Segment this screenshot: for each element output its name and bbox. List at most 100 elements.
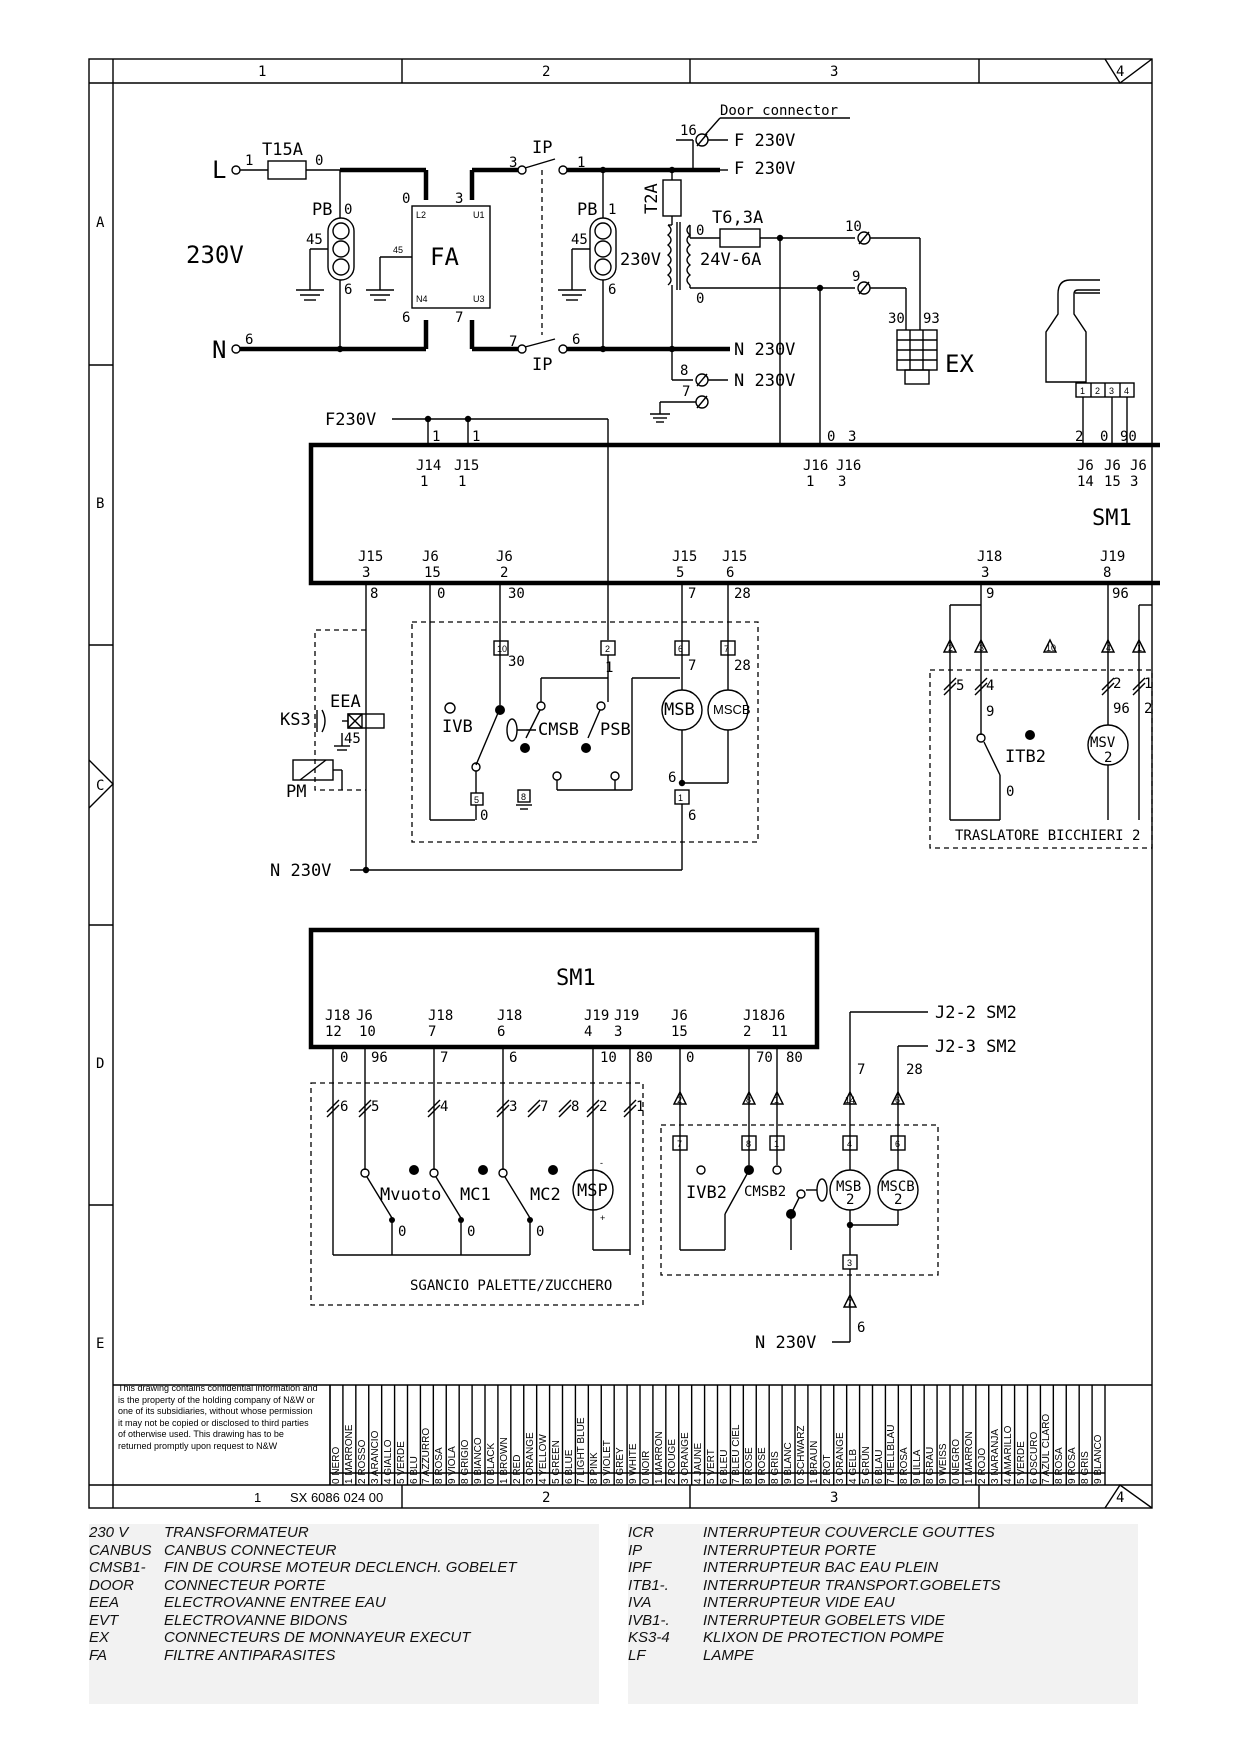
svg-text:1: 1	[1080, 386, 1085, 396]
svg-text:30: 30	[888, 311, 905, 327]
svg-text:J6: J6	[356, 1008, 373, 1024]
svg-text:J6: J6	[671, 1008, 688, 1024]
svg-text:7: 7	[440, 1050, 448, 1066]
row-label: C	[96, 778, 104, 794]
svg-text:1: 1	[806, 474, 814, 490]
svg-text:3: 3	[847, 1258, 852, 1268]
sm1-board: F230V 1 1 0 3 2 0 90 J14 J15 1 1 J16 J16…	[308, 410, 1160, 630]
svg-text:3: 3	[614, 1024, 622, 1040]
secondary-label: 24V-6A	[700, 250, 761, 270]
svg-text:2: 2	[1095, 386, 1100, 396]
n230v-label: N 230V	[734, 371, 795, 391]
column-label: 1	[258, 64, 266, 80]
msv-label: MSV	[1090, 735, 1116, 751]
mscb2-label: MSCB	[881, 1179, 915, 1195]
svg-text:6: 6	[857, 1320, 865, 1336]
svg-text:7: 7	[724, 644, 729, 654]
svg-text:30: 30	[508, 654, 525, 670]
drawing-number: SX 6086 024 00	[290, 1490, 383, 1505]
svg-text:0: 0	[344, 202, 352, 218]
f230v-label: F 230V	[734, 131, 795, 151]
wire-color-entry: 9 BLANCO	[1093, 1434, 1105, 1484]
svg-text:7: 7	[455, 310, 463, 326]
ivb2-label: IVB2	[686, 1183, 727, 1203]
svg-text:2: 2	[677, 1095, 682, 1105]
neutral-label: N	[212, 336, 226, 364]
svg-text:4: 4	[440, 1099, 448, 1115]
legend-value: INTERRUPTEUR PORTE	[703, 1541, 877, 1559]
legend-row: ITB1-.INTERRUPTEUR TRANSPORT.GOBELETS	[628, 1577, 1138, 1595]
svg-text:12: 12	[325, 1024, 342, 1040]
svg-text:7: 7	[688, 586, 696, 602]
svg-text:J18: J18	[497, 1008, 522, 1024]
legend-key: IVA	[628, 1594, 652, 1611]
svg-text:0: 0	[696, 291, 704, 307]
svg-text:4: 4	[847, 1139, 852, 1149]
svg-text:6: 6	[678, 644, 683, 654]
legend-key: EEA	[89, 1594, 120, 1611]
svg-text:3: 3	[509, 155, 517, 171]
svg-text:5: 5	[371, 1099, 379, 1115]
svg-text:45: 45	[344, 731, 361, 747]
legend-key: ITB1-.	[628, 1576, 669, 1594]
fuse-label: T6,3A	[712, 208, 763, 228]
fuse-label: T2A	[642, 183, 662, 214]
svg-text:0: 0	[536, 1224, 544, 1240]
svg-text:4: 4	[584, 1024, 592, 1040]
svg-text:10: 10	[1046, 643, 1056, 653]
svg-text:0: 0	[437, 586, 445, 602]
n230v-return-label: N 230V	[270, 861, 331, 881]
svg-text:2: 2	[599, 1099, 607, 1115]
svg-text:3: 3	[1130, 474, 1138, 490]
door-connector-label: Door connector	[720, 103, 838, 119]
sgancio-label: SGANCIO PALETTE/ZUCCHERO	[410, 1278, 612, 1294]
column-label: 2	[542, 1490, 550, 1506]
ex-label: EX	[945, 350, 974, 378]
svg-text:10: 10	[600, 1050, 617, 1066]
svg-text:9: 9	[852, 269, 860, 285]
svg-text:6: 6	[572, 332, 580, 348]
svg-text:J6: J6	[1104, 458, 1121, 474]
legend-key: IPF	[628, 1559, 652, 1576]
column-label: 1	[254, 1490, 261, 1505]
legend-value: CANBUS CONNECTEUR	[164, 1541, 337, 1559]
row-label: D	[96, 1056, 104, 1072]
svg-text:9: 9	[986, 586, 994, 602]
legend-row: IVB1-.INTERRUPTEUR GOBELETS VIDE	[628, 1612, 1138, 1630]
fa-label: FA	[430, 243, 459, 271]
svg-text:J19: J19	[614, 1008, 639, 1024]
legend-key: 230 V	[89, 1524, 129, 1541]
svg-text:-: -	[600, 1158, 603, 1168]
traslatore-group	[929, 669, 1153, 849]
svg-text:5: 5	[474, 795, 479, 805]
n230v-label: N 230V	[734, 340, 795, 360]
svg-text:N4: N4	[416, 294, 428, 304]
j22-label: J2-2 SM2	[935, 1003, 1017, 1023]
ivb-label: IVB	[442, 717, 473, 737]
sm1-label: SM1	[1092, 506, 1132, 531]
legend-key: KS3-4	[628, 1629, 670, 1646]
svg-text:2: 2	[743, 1024, 751, 1040]
svg-text:96: 96	[371, 1050, 388, 1066]
svg-text:7: 7	[509, 334, 517, 350]
svg-text:80: 80	[636, 1050, 653, 1066]
svg-text:J6: J6	[422, 549, 439, 565]
confidential-notice: This drawing contains confidential infor…	[118, 1383, 318, 1451]
svg-text:45: 45	[571, 232, 588, 248]
transformer-primary-label: 230V	[620, 250, 661, 270]
msp-label: MSP	[577, 1181, 608, 1201]
svg-text:J14: J14	[416, 458, 441, 474]
svg-text:4: 4	[1124, 386, 1129, 396]
svg-text:J6: J6	[496, 549, 513, 565]
svg-text:14: 14	[1077, 474, 1094, 490]
svg-text:28: 28	[734, 658, 751, 674]
svg-text:J15: J15	[722, 549, 747, 565]
